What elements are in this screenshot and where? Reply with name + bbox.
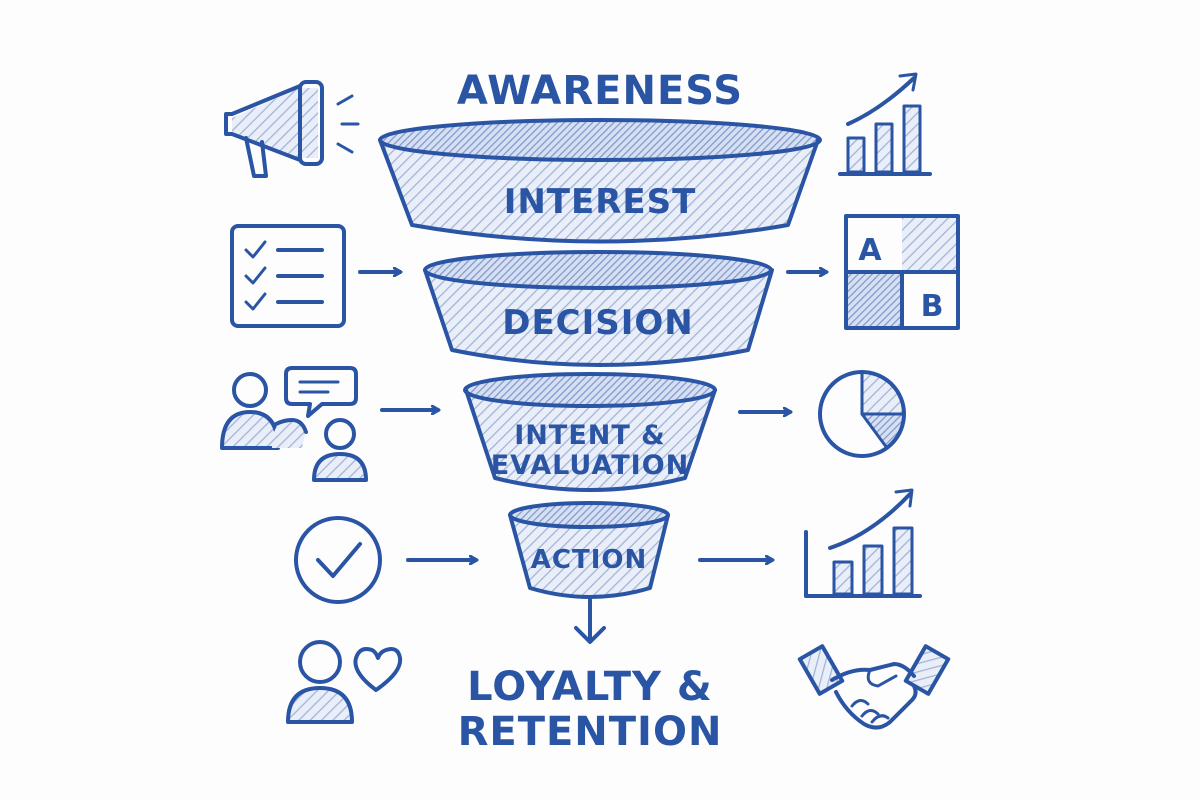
ab-test-icon: A B [844, 214, 960, 330]
stage-label-evaluation: EVALUATION [491, 450, 690, 481]
funnel-tier-body [510, 515, 668, 597]
funnel-tier-body [380, 140, 818, 242]
funnel-tier-body [425, 270, 772, 365]
handshake-icon [797, 644, 951, 730]
checklist-icon [230, 224, 346, 328]
retention-label: RETENTION [458, 709, 723, 755]
growth-chart-icon [804, 488, 922, 598]
funnel-tier-rim [510, 503, 668, 527]
loyalty-label: LOYALTY & [467, 664, 713, 710]
growth-chart-icon [838, 72, 932, 176]
connector-arrows [358, 272, 826, 560]
funnel-tier-body [466, 390, 715, 490]
down-arrow [574, 598, 606, 644]
funnel: AWARENESS INTEREST DECISION INTENT & EVA… [378, 68, 822, 755]
ab-label-b: B [921, 289, 944, 324]
stage-label-interest: INTEREST [504, 182, 697, 222]
megaphone-icon [224, 80, 360, 178]
ab-label-a: A [858, 233, 882, 268]
checkmark-circle-icon [294, 516, 382, 604]
funnel-tier-action: ACTION [508, 501, 670, 599]
stage-label-action: ACTION [531, 545, 647, 575]
pie-chart-icon [818, 370, 906, 458]
funnel-tier-rim [425, 252, 771, 288]
funnel-tier-decision: DECISION [423, 250, 774, 367]
person-heart-icon [286, 640, 403, 724]
stage-label-intent: INTENT & [514, 420, 665, 451]
people-chat-icon [220, 366, 368, 482]
funnel-tier-interest: INTEREST [378, 118, 822, 244]
funnel-tier-intent-evaluation: INTENT & EVALUATION [463, 372, 717, 492]
funnel-tier-rim [380, 120, 820, 160]
awareness-title: AWARENESS [457, 68, 743, 114]
stage-label-decision: DECISION [502, 303, 694, 343]
funnel-tier-rim [465, 374, 715, 406]
